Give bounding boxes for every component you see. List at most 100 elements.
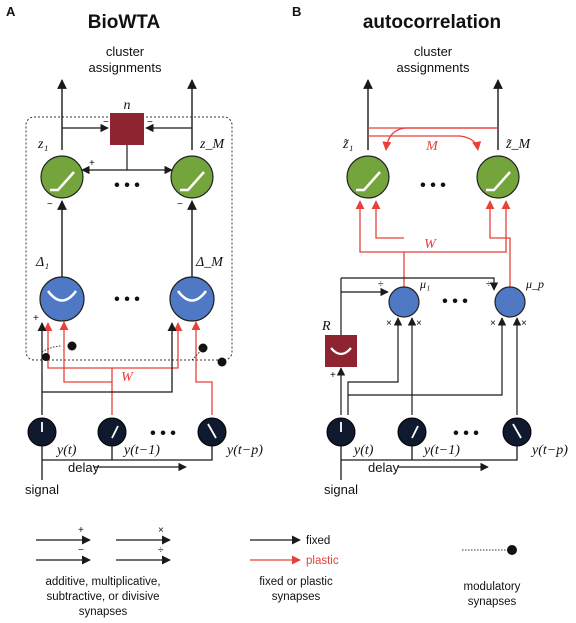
modulatory-link — [191, 347, 204, 361]
ytp-label: y(t−p) — [225, 443, 263, 458]
z1-tilde-label: z̃₁ — [342, 137, 353, 152]
inhibitor-n-label: n — [124, 98, 131, 113]
deltam-node — [169, 276, 215, 322]
legend-synapse-types-2: subtractive, or divisive — [46, 591, 159, 603]
ellipsis-dots: • • • — [453, 425, 479, 442]
modulatory-dot — [67, 341, 77, 351]
legend-fixed-or-plastic-1: fixed or plastic — [259, 576, 333, 588]
clock-hand-icon — [512, 423, 522, 439]
quadratic-icon — [176, 290, 208, 302]
ytp-label: y(t−p) — [530, 443, 568, 458]
relu-icon — [356, 171, 381, 192]
w-plastic-path — [355, 200, 405, 290]
delay-line — [42, 446, 213, 461]
sign-times: × — [416, 318, 422, 329]
delay-line — [341, 446, 518, 461]
signal-label: signal — [25, 482, 59, 497]
yt1-label: y(t−1) — [122, 443, 160, 458]
sign-divide: ÷ — [158, 545, 164, 556]
sign-minus: − — [147, 117, 153, 128]
panel-b-letter: B — [292, 4, 301, 19]
legend-fixed-label: fixed — [306, 535, 330, 547]
yt-label: y(t) — [352, 443, 374, 458]
w-plastic-path — [371, 200, 404, 239]
signal-input-arrow — [42, 322, 177, 393]
deltam-label: Δ_M — [195, 255, 224, 270]
panel-b: B autocorrelation cluster assignments M … — [292, 4, 568, 497]
sign-minus: − — [177, 199, 183, 210]
inhibitor-n-box — [110, 113, 144, 145]
sign-times: × — [158, 525, 164, 536]
panel-a-letter: A — [6, 4, 16, 19]
panel-b-title: autocorrelation — [363, 12, 501, 33]
legend-modulatory-1: modulatory — [464, 581, 521, 593]
modulatory-link — [41, 345, 63, 353]
r-to-mu1-arrow — [340, 287, 389, 335]
delay-label: delay — [68, 460, 100, 475]
mup-node — [494, 286, 526, 318]
w-label: W — [121, 370, 134, 385]
clock-hand-icon — [207, 423, 217, 439]
quadratic-icon — [330, 347, 352, 356]
sign-times: × — [386, 318, 392, 329]
ellipsis-dots: • • • — [114, 177, 140, 194]
modulated-region-box — [25, 116, 233, 361]
w-plastic-path — [191, 321, 213, 415]
z1-node — [40, 155, 84, 199]
zm-tilde-node — [476, 155, 520, 199]
z1-label: z₁ — [37, 137, 48, 152]
signal-label: signal — [324, 482, 358, 497]
panel-a-output-label-2: assignments — [89, 60, 162, 75]
sign-plus: + — [33, 313, 39, 324]
r-label: R — [321, 319, 331, 334]
r-box — [325, 335, 357, 367]
w-plastic-path — [112, 322, 183, 369]
w-plastic-path — [485, 200, 511, 290]
m-plastic-path — [382, 127, 498, 151]
mu1-label: μ₁ — [419, 277, 430, 291]
relu-icon — [180, 171, 205, 192]
clock-hand-icon — [111, 425, 119, 439]
relu-icon — [50, 171, 75, 192]
w-plastic-path — [43, 322, 113, 415]
z1-tilde-node — [346, 155, 390, 199]
quadratic-icon — [46, 290, 78, 302]
ellipsis-dots: • • • — [114, 291, 140, 308]
m-label: M — [425, 139, 439, 154]
legend-modulatory-dot — [507, 545, 517, 555]
legend-fixed-or-plastic-2: synapses — [272, 591, 321, 603]
legend-modulatory-2: synapses — [468, 596, 517, 608]
legend-synapse-types-1: additive, multiplicative, — [45, 576, 160, 588]
delta1-node — [39, 276, 85, 322]
mup-label: μ_p — [525, 277, 544, 291]
ellipsis-dots: • • • — [420, 177, 446, 194]
mult-input-arrow — [348, 317, 507, 396]
panel-a-output-label-1: cluster — [106, 44, 145, 59]
clock-hand-icon — [411, 425, 419, 439]
panel-a-title: BioWTA — [88, 12, 161, 33]
relu-icon — [486, 171, 511, 192]
legend-plastic-label: plastic — [306, 555, 339, 567]
panel-b-output-label-1: cluster — [414, 44, 453, 59]
sign-minus: − — [103, 117, 109, 128]
zm-label: z_M — [199, 137, 225, 152]
sign-plus: + — [89, 158, 95, 169]
sign-minus: − — [47, 199, 53, 210]
sign-minus: − — [78, 545, 84, 556]
clock-node-yt1 — [97, 417, 127, 447]
clock-node-yt1 — [397, 417, 427, 447]
sign-plus: + — [78, 525, 84, 536]
modulatory-dot — [42, 353, 50, 361]
zm-tilde-label: z̃_M — [505, 137, 531, 152]
ellipsis-dots: • • • — [442, 293, 468, 310]
delay-label: delay — [368, 460, 400, 475]
w-label: W — [424, 237, 437, 252]
m-plastic-path — [368, 135, 482, 151]
mu1-node — [388, 286, 420, 318]
sign-times: × — [521, 318, 527, 329]
mult-input-arrow — [347, 317, 403, 415]
yt-label: y(t) — [55, 443, 77, 458]
legend: + − × ÷ additive, multiplicative, subtra… — [36, 525, 521, 618]
delta1-label: Δ₁ — [35, 255, 49, 270]
